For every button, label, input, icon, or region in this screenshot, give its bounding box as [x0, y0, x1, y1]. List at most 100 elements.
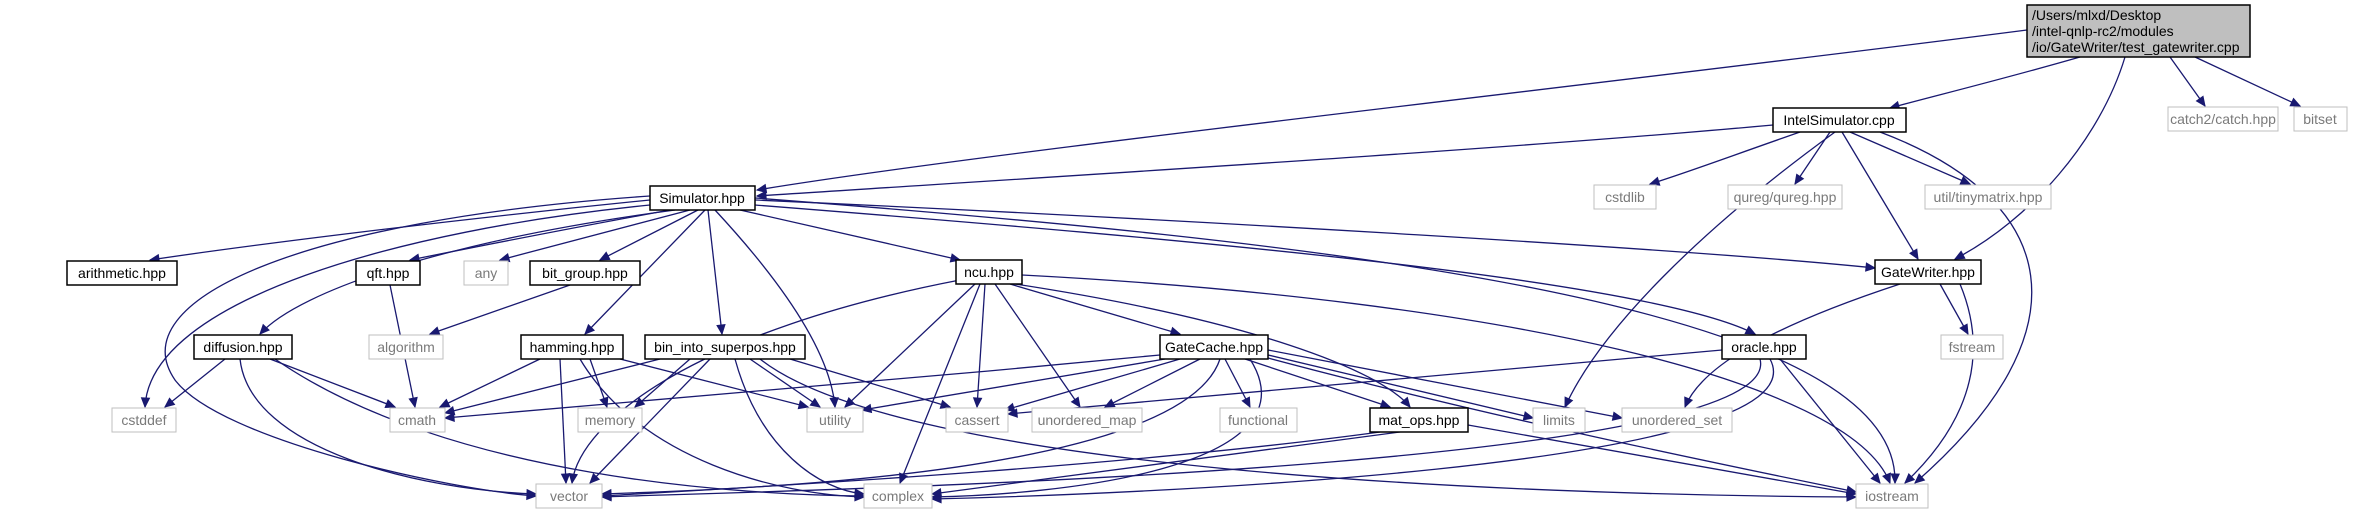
node-qureg-qureg-hpp[interactable]: qureg/qureg.hpp	[1727, 184, 1843, 210]
svg-text:unordered_set: unordered_set	[1632, 412, 1722, 428]
arrowhead	[1959, 323, 1969, 336]
node-cassert[interactable]: cassert	[945, 407, 1009, 433]
node-functional[interactable]: functional	[1219, 407, 1298, 433]
node-intelsimulator-cpp[interactable]: IntelSimulator.cpp	[1772, 107, 1907, 133]
arrowhead	[1914, 473, 1926, 484]
edge-sim-arithmetic	[148, 199, 651, 264]
edge-gatecache-cmath	[443, 354, 1161, 422]
node-limits[interactable]: limits	[1532, 407, 1586, 433]
node-cstddef[interactable]: cstddef	[111, 407, 177, 433]
arrowhead	[1845, 487, 1858, 498]
node-cmath[interactable]: cmath	[389, 407, 446, 433]
arrowhead	[809, 397, 822, 408]
arrowhead	[408, 396, 418, 409]
svg-text:catch2/catch.hpp: catch2/catch.hpp	[2170, 111, 2276, 127]
edge-sim-cstddef	[140, 204, 651, 409]
node-bit-group-hpp[interactable]: bit_group.hpp	[529, 260, 641, 286]
node-algorithm[interactable]: algorithm	[368, 334, 444, 360]
node-ncu-hpp[interactable]: ncu.hpp	[955, 259, 1023, 285]
edge-oracle-complex	[930, 358, 1774, 504]
node-cstdlib[interactable]: cstdlib	[1593, 184, 1657, 210]
node-iostream[interactable]: iostream	[1855, 483, 1929, 509]
arrowhead	[498, 252, 511, 263]
node-arithmetic-hpp[interactable]: arithmetic.hpp	[66, 260, 178, 286]
edge-ncu-vector	[568, 279, 961, 485]
arrowhead	[598, 251, 611, 261]
svg-text:cassert: cassert	[954, 412, 999, 428]
svg-text:GateCache.hpp: GateCache.hpp	[1165, 339, 1263, 355]
edge-binsuper-complex	[734, 358, 866, 498]
svg-text:bitset: bitset	[2303, 111, 2337, 127]
node-any[interactable]: any	[463, 260, 509, 286]
edge-matops-complex	[930, 431, 1401, 498]
node-complex[interactable]: complex	[863, 483, 933, 509]
arrowhead	[939, 399, 952, 409]
node-memory[interactable]: memory	[577, 407, 643, 433]
svg-text:fstream: fstream	[1949, 339, 1996, 355]
node-gatewriter-hpp[interactable]: GateWriter.hpp	[1874, 259, 1982, 285]
svg-text:iostream: iostream	[1865, 488, 1919, 504]
edge-sim-ncu	[739, 209, 962, 263]
node-test-gatewriter-cpp[interactable]: /Users/mlxd/Desktop /intel-qnlp-rc2/modu…	[2026, 4, 2251, 58]
svg-text:ncu.hpp: ncu.hpp	[964, 264, 1014, 280]
svg-text:mat_ops.hpp: mat_ops.hpp	[1379, 412, 1460, 428]
node-unordered-set[interactable]: unordered_set	[1621, 407, 1733, 433]
arrowhead	[1379, 399, 1392, 409]
node-fstream[interactable]: fstream	[1940, 334, 2004, 360]
root-line-2: /intel-qnlp-rc2/modules	[2032, 23, 2174, 39]
arrowhead	[599, 396, 609, 409]
arrowhead	[1400, 396, 1411, 408]
edge-test-intelsim	[1888, 56, 2081, 111]
node-bitset[interactable]: bitset	[2293, 106, 2348, 132]
svg-text:algorithm: algorithm	[377, 339, 435, 355]
svg-text:Simulator.hpp: Simulator.hpp	[659, 190, 745, 206]
svg-text:bin_into_superpos.hpp: bin_into_superpos.hpp	[654, 339, 796, 355]
arrowhead	[140, 397, 151, 409]
edge-sim-bitgroup	[598, 209, 699, 261]
svg-text:qureg/qureg.hpp: qureg/qureg.hpp	[1734, 189, 1837, 205]
svg-text:unordered_map: unordered_map	[1038, 412, 1137, 428]
node-mat-ops-hpp[interactable]: mat_ops.hpp	[1369, 407, 1469, 433]
arrowhead	[930, 493, 942, 504]
node-simulator-hpp[interactable]: Simulator.hpp	[649, 185, 756, 211]
arrowhead	[1959, 175, 1972, 185]
svg-text:IntelSimulator.cpp: IntelSimulator.cpp	[1783, 112, 1894, 128]
arrowhead	[568, 472, 579, 485]
edge-sim-gatewriter	[754, 199, 1877, 272]
edge-ncu-iostream	[1021, 274, 1891, 485]
arrowhead	[1870, 472, 1881, 484]
arrowhead	[755, 183, 768, 194]
node-hamming-hpp[interactable]: hamming.hpp	[520, 334, 624, 360]
edge-test-simulator	[755, 29, 2028, 194]
node-gatecache-hpp[interactable]: GateCache.hpp	[1159, 334, 1269, 360]
svg-text:qft.hpp: qft.hpp	[367, 265, 410, 281]
node-qft-hpp[interactable]: qft.hpp	[355, 260, 421, 286]
node-oracle-hpp[interactable]: oracle.hpp	[1721, 334, 1807, 360]
node-vector[interactable]: vector	[535, 483, 603, 509]
dependency-nodes: /Users/mlxd/Desktop /intel-qnlp-rc2/modu…	[66, 4, 2348, 509]
svg-text:GateWriter.hpp: GateWriter.hpp	[1881, 264, 1975, 280]
arrowhead	[259, 323, 270, 335]
node-catch2-catch-hpp[interactable]: catch2/catch.hpp	[2167, 106, 2279, 132]
node-bin-into-superpos-hpp[interactable]: bin_into_superpos.hpp	[644, 334, 806, 360]
arrowhead	[972, 397, 983, 409]
edge-ncu-unorderedmap	[994, 283, 1081, 409]
edge-gatewriter-fstream	[1939, 283, 1969, 336]
edge-sim-any	[498, 209, 691, 263]
edge-hamming-memory	[589, 358, 609, 409]
arrowhead	[560, 473, 571, 485]
edge-diffusion-cmath	[269, 358, 397, 409]
arrowhead	[1744, 325, 1757, 335]
arrowhead	[1684, 396, 1694, 409]
edge-ncu-matops	[1014, 283, 1411, 408]
arrowhead	[797, 400, 810, 410]
svg-text:utility: utility	[819, 412, 851, 428]
edge-hamming-vector	[559, 358, 571, 485]
node-diffusion-hpp[interactable]: diffusion.hpp	[193, 334, 293, 360]
edge-gatecache-functional	[1224, 358, 1251, 409]
node-util-tinymatrix-hpp[interactable]: util/tinymatrix.hpp	[1924, 184, 2052, 210]
arrowhead	[443, 412, 455, 422]
node-unordered-map[interactable]: unordered_map	[1031, 407, 1143, 433]
arrowhead	[428, 326, 441, 336]
node-utility[interactable]: utility	[806, 407, 864, 433]
